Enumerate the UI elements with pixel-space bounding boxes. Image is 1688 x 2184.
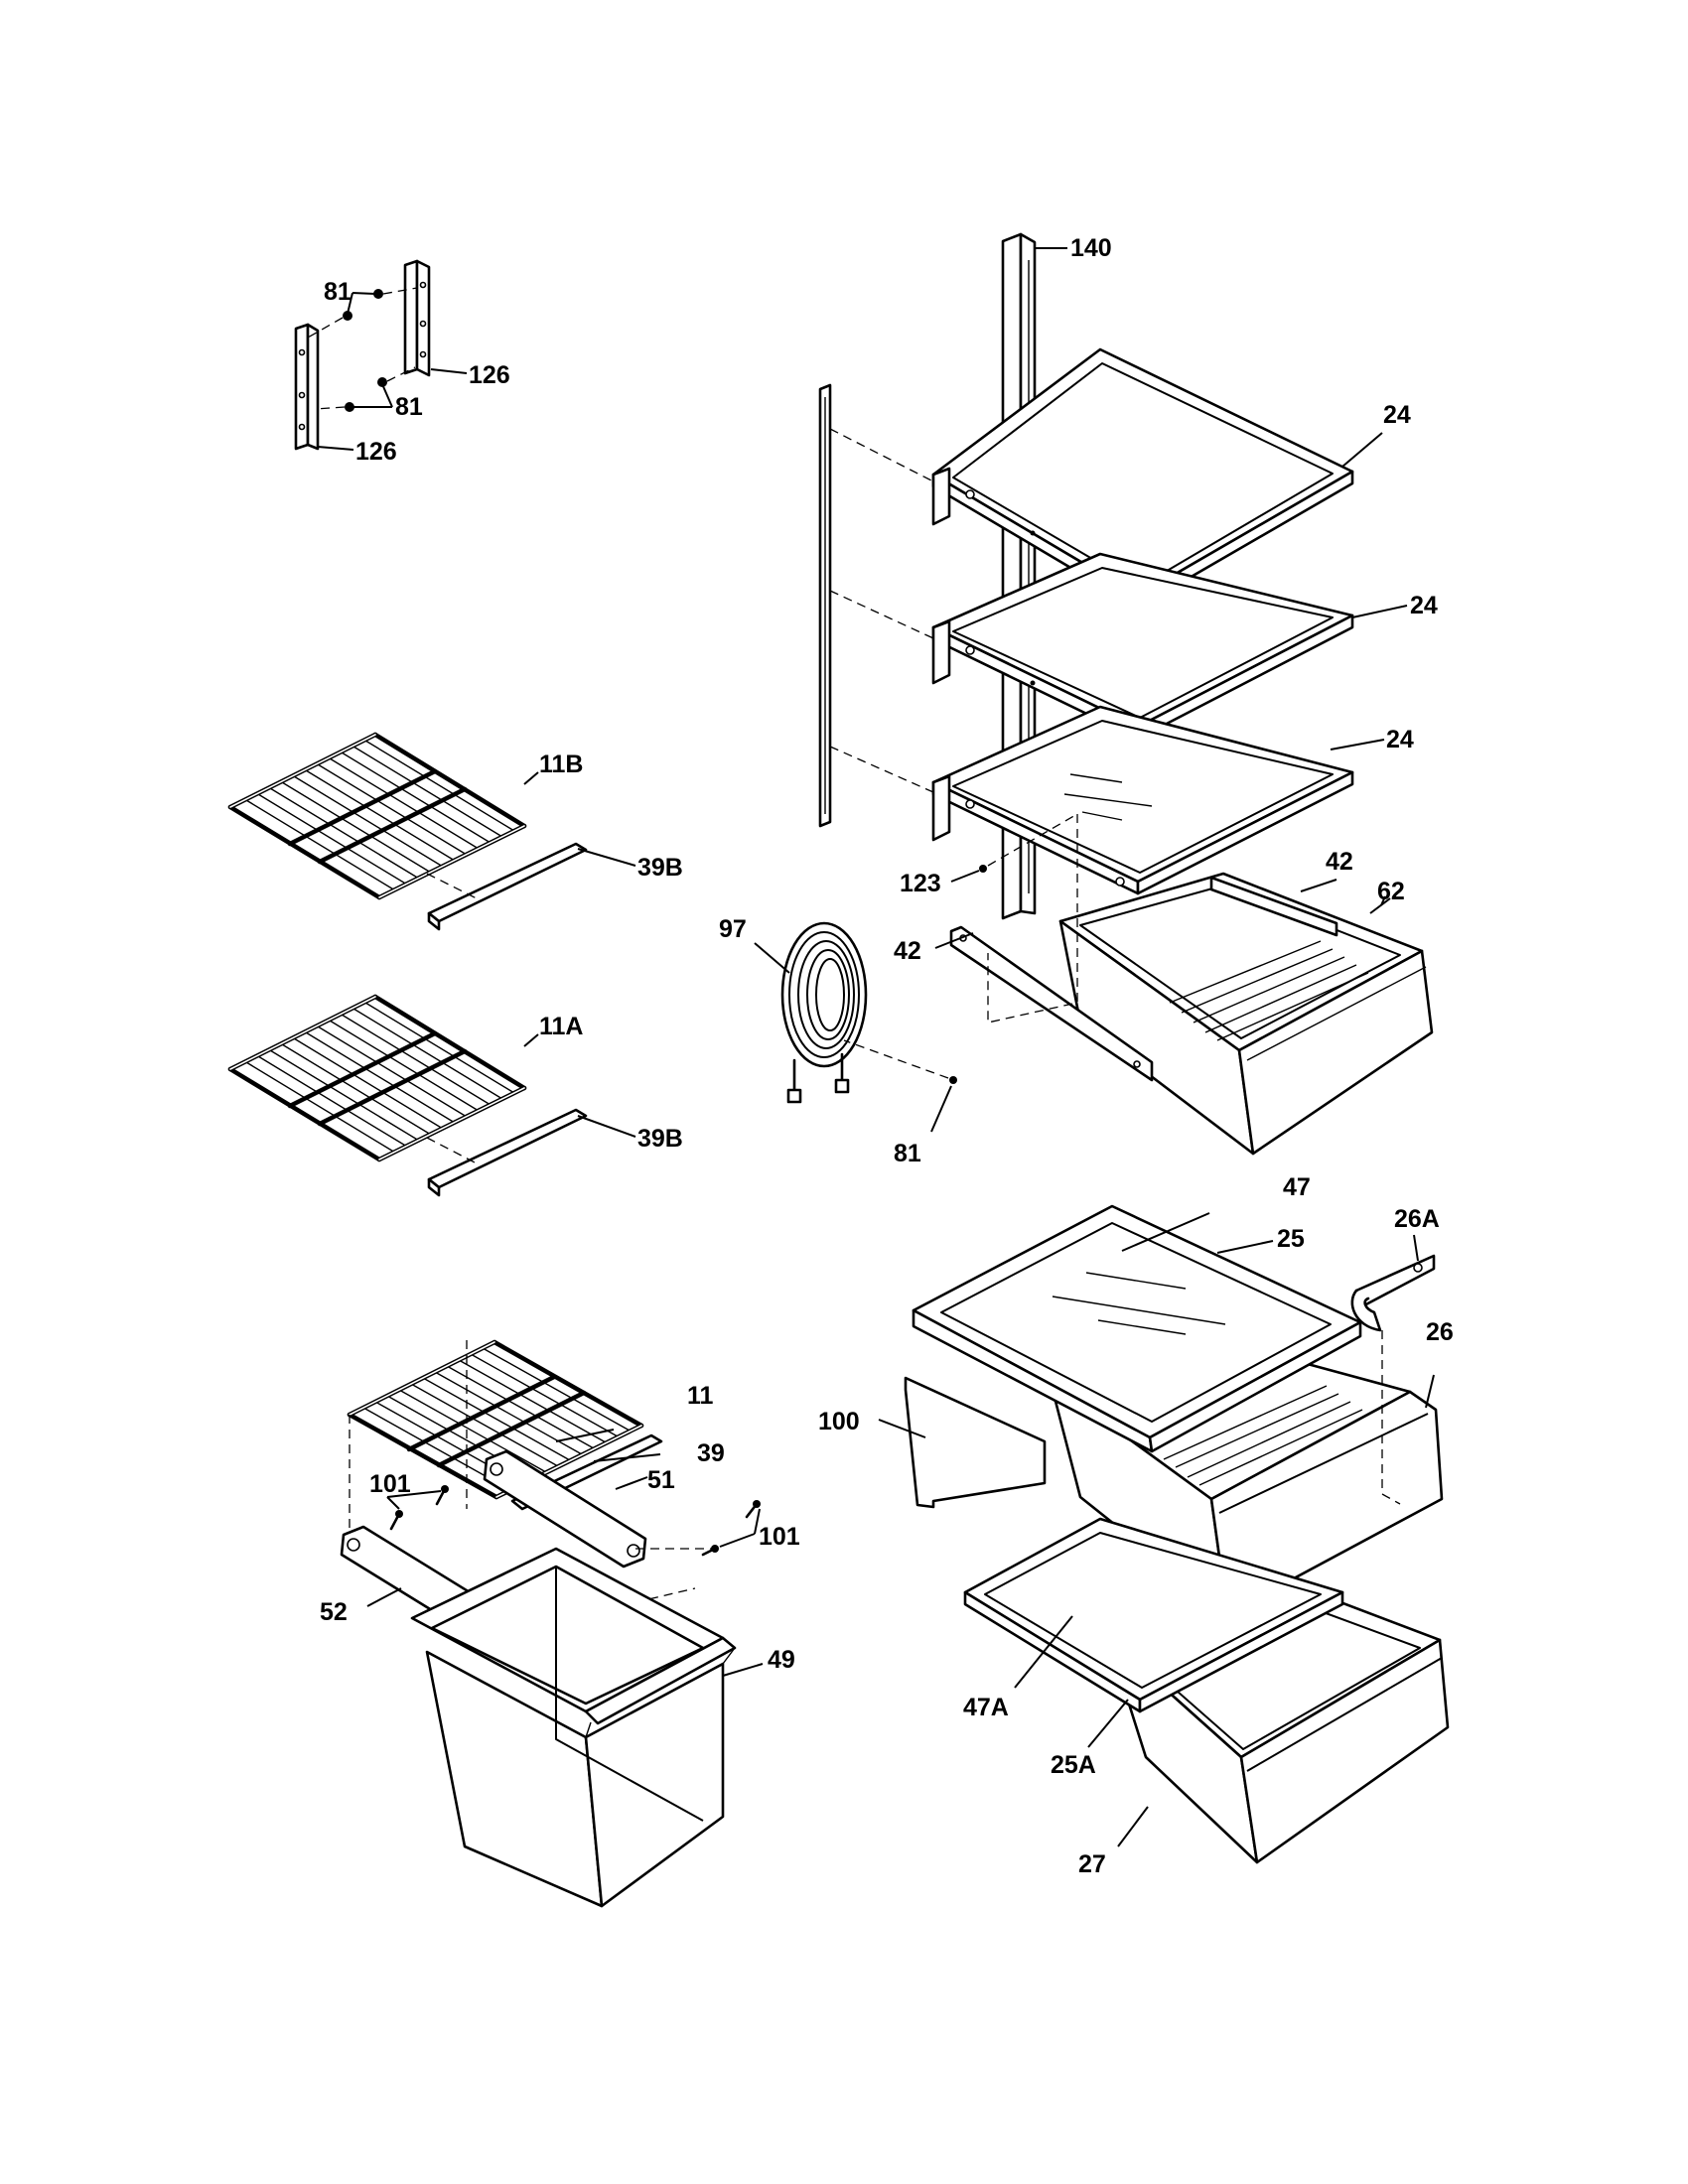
cover-25A [963,1517,1344,1713]
bracket-26A [1350,1254,1436,1332]
wire-shelf-11 [347,1339,644,1500]
drawer-62 [1058,872,1434,1156]
screw-81-pair-top [307,287,418,339]
screw-81-pair-mid [315,366,416,412]
bracket-126-lower [294,323,320,451]
wire-shelf-11B [227,732,527,900]
tubing-coil-97 [780,921,868,1104]
slide-51 [483,1449,647,1569]
divider-100 [904,1376,1047,1509]
wire-shelf-11A [227,994,527,1162]
trim-39B-lower [427,1108,588,1197]
rail-left-back [818,383,832,828]
shelf-24-bottom [931,705,1354,895]
trim-39B-upper [427,842,588,931]
bracket-126-upper [403,259,431,377]
bin-49 [410,1547,737,1908]
rail-42-right [1209,876,1338,937]
shelf-24-middle [931,552,1354,741]
